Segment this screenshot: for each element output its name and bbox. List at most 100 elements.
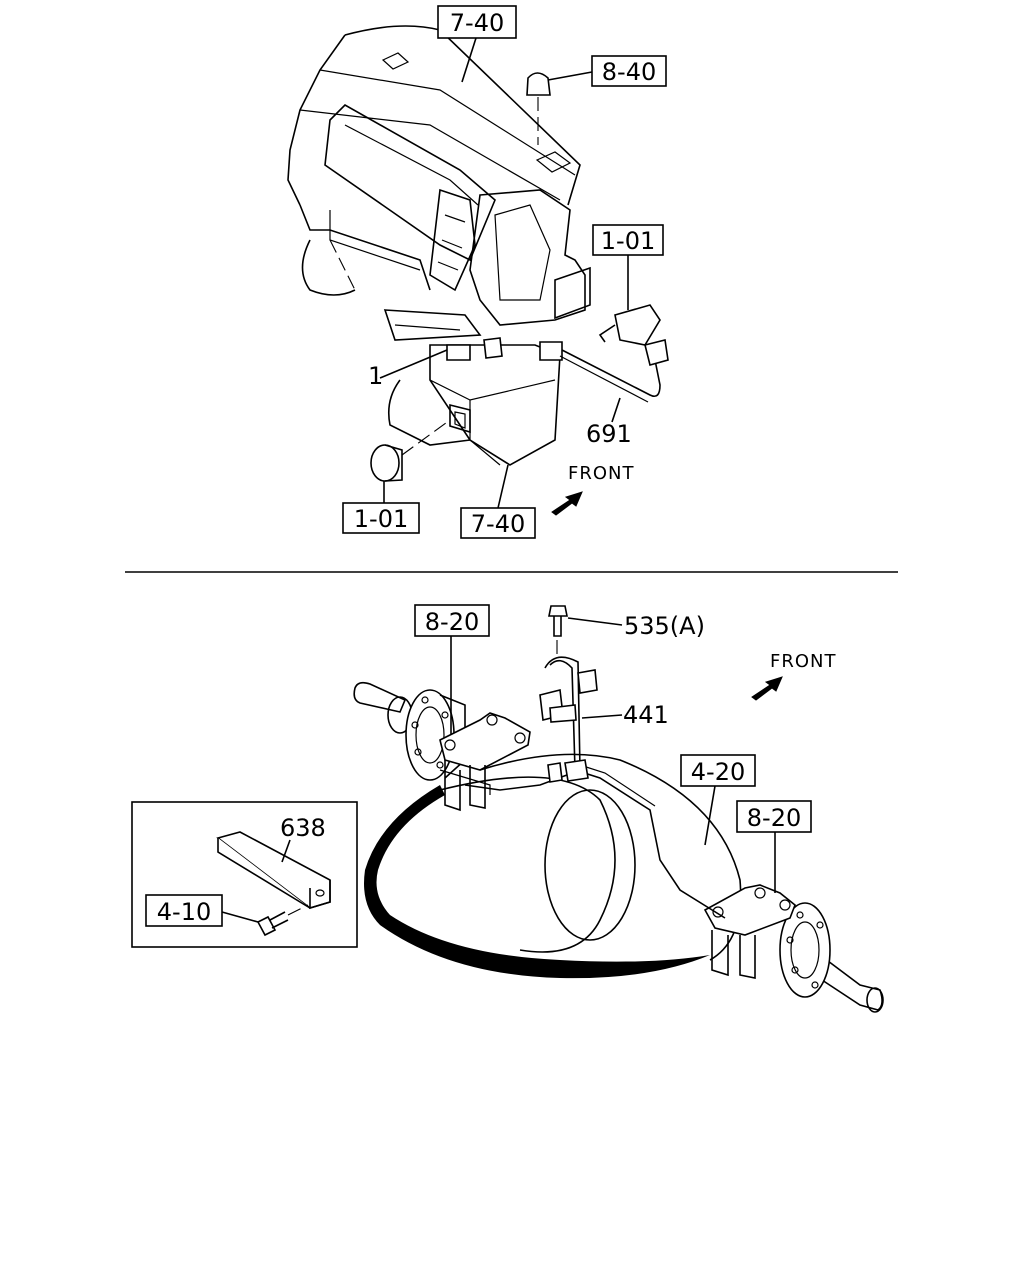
hub-right-bolt-5	[816, 921, 824, 929]
bolt-4-10-dash	[287, 904, 309, 916]
bolt-4-10-shank	[269, 911, 289, 929]
upper-labels: 7-40 8-40 1-01 1-01 7-40 1 691 FRONT	[342, 5, 667, 539]
spring-seat-right-hole-1	[754, 887, 766, 899]
connector-part-1	[446, 344, 471, 361]
hub-right-bolt-3	[791, 966, 799, 974]
ref-8-40: 8-40	[602, 58, 656, 86]
lower-labels: 8-20 4-20 8-20 4-10 535(A) 441 638 FRONT	[145, 604, 837, 927]
hub-left-bolt-2	[411, 721, 419, 729]
leader-part-691	[611, 397, 621, 423]
ref-1-01-right: 1-01	[601, 227, 655, 255]
leader-4-10	[221, 911, 259, 923]
relay-block	[554, 266, 591, 320]
spring-seat-left-hole-2	[514, 732, 526, 744]
front-arrow-upper-icon	[551, 491, 583, 516]
part-number-441: 441	[623, 701, 669, 729]
pedestal-edge	[429, 379, 556, 401]
grommet-side	[384, 444, 403, 482]
hub-right-bolt-1	[796, 911, 804, 919]
spring-seat-right-legs	[711, 930, 756, 979]
spring-seat-left-hole-3	[444, 739, 456, 751]
dash-lower-inner	[329, 210, 421, 271]
hub-left-bolt-1	[421, 696, 429, 704]
pedestal-hole	[449, 403, 471, 434]
bracket-638-hole	[315, 889, 325, 897]
spring-seat-right	[703, 884, 796, 936]
hub-right-bolt-4	[811, 981, 819, 989]
ref-7-40-bottom: 7-40	[471, 510, 525, 538]
lower-tray	[383, 309, 482, 341]
dash-top-inner	[319, 69, 576, 176]
hub-left-inner	[415, 706, 445, 764]
center-housing	[469, 189, 586, 326]
cap-8-40	[526, 72, 551, 96]
hub-left-bolt-5	[441, 711, 449, 719]
harness-691	[561, 349, 661, 398]
front-label-lower: FRONT	[770, 651, 837, 672]
part-number-535: 535(A)	[624, 612, 705, 640]
ref-8-20-right: 8-20	[747, 804, 801, 832]
hub-left-bolt-3	[414, 748, 422, 756]
ref-box-8-40	[591, 55, 667, 87]
hub-left-bolt-4	[436, 761, 444, 769]
spring-seat-left	[439, 712, 531, 771]
dash-top-inner-2	[299, 109, 561, 201]
axle-banjo-cover	[544, 789, 636, 941]
front-arrow-lower-icon	[751, 676, 783, 701]
leader-7-40-bottom	[497, 464, 509, 509]
pedestal-hole-inner	[454, 411, 466, 429]
axle-shadow	[364, 785, 710, 979]
ref-7-40-top: 7-40	[450, 9, 504, 37]
hub-right-inner	[790, 921, 820, 979]
glovebox-dash	[329, 239, 356, 291]
ref-4-20: 4-20	[691, 758, 745, 786]
axle-banjo-front	[439, 776, 616, 953]
part-number-1: 1	[368, 362, 383, 390]
dash-lower-left	[299, 204, 431, 291]
harness-691-b	[559, 355, 649, 403]
leader-7-40-top	[461, 37, 477, 83]
lower-tray-inner	[394, 324, 461, 331]
sensor-441-bracket	[549, 704, 577, 723]
connector-691	[539, 341, 563, 361]
sensor-441-plug	[577, 669, 598, 694]
dash-vent-right	[535, 151, 572, 173]
dash-outline-left	[287, 34, 346, 206]
dash-vent-left	[381, 52, 410, 70]
ref-box-1-01-right	[592, 224, 664, 256]
harness-441-run-b	[579, 764, 656, 807]
leader-8-40	[547, 71, 593, 81]
brake-switch	[614, 304, 661, 346]
harness-441-clip-2	[547, 762, 563, 783]
ref-box-7-40-top	[437, 5, 517, 39]
ref-box-8-20-left	[414, 604, 490, 637]
part-number-638: 638	[280, 814, 326, 842]
leader-4-20	[704, 785, 716, 846]
meter-cluster	[324, 104, 496, 262]
ref-4-10: 4-10	[157, 898, 211, 926]
grommet-dash	[401, 419, 451, 456]
ref-box-4-10	[145, 894, 223, 927]
rear-axle-assembly	[353, 605, 884, 1013]
brake-switch-stem	[598, 324, 616, 343]
leader-638	[281, 839, 291, 863]
ref-box-7-40-bottom	[460, 507, 536, 539]
bolt-4-10-head	[256, 915, 277, 937]
leader-535	[567, 617, 623, 626]
spring-seat-right-hole-3	[712, 906, 724, 918]
harness-441-clip	[564, 759, 589, 782]
meter-cluster-inner	[344, 124, 479, 206]
ref-box-4-20	[680, 754, 756, 787]
switch-rows	[437, 214, 466, 271]
ref-8-20-left: 8-20	[425, 608, 479, 636]
harness-441-loop-1	[549, 659, 576, 771]
spring-seat-right-hole-2	[779, 899, 791, 911]
leader-441	[581, 714, 623, 719]
front-label-upper: FRONT	[568, 463, 635, 484]
axle-shaft-left	[353, 681, 407, 713]
ref-box-8-20-right	[736, 800, 812, 833]
switch-panel	[429, 188, 476, 292]
bolt-535-shank	[553, 616, 562, 637]
